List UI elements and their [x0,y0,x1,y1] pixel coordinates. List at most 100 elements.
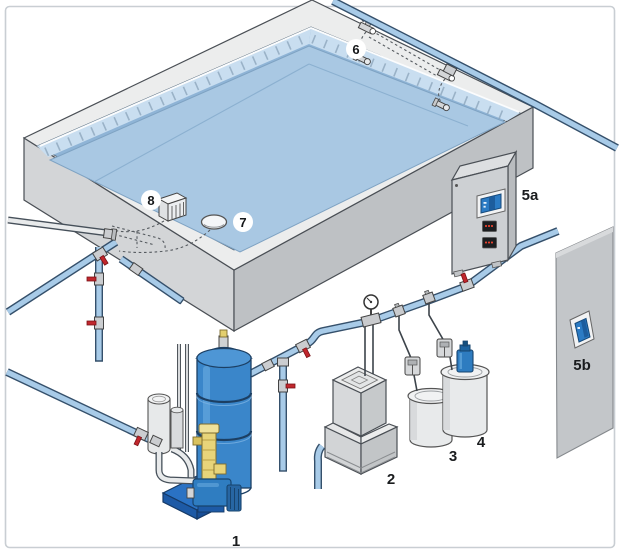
tank3-shade [410,398,417,440]
union-fitting-wall [102,228,118,241]
panel-side-face [507,149,517,263]
label-5a: 5a [522,187,539,204]
wall-sleeve-pipe [7,217,109,236]
label-5b: 5b [573,357,591,374]
tee-body [277,357,289,367]
pump-knob [462,340,468,347]
union-fitting-p3 [128,261,144,277]
pump-inlet-stub [186,487,195,499]
union-fitting-outlet [261,358,275,372]
dosing-lines [392,289,453,392]
valve-waste-drain [278,379,296,393]
tank4-body [442,374,488,438]
dosing-unit-tank3 [404,356,421,376]
tank3-body [409,398,453,448]
control-panel-5a [450,149,518,278]
union-nut [110,228,118,241]
label-1: 1 [232,533,240,550]
manifold-pipe [171,446,194,481]
gauge-needle [366,297,372,303]
nozzle-mouth [363,58,371,66]
overflow-gutter-northwest [37,27,311,157]
panel-screw [455,184,458,187]
display-tick-1 [483,202,487,204]
nozzle-fitting-outer-1 [357,20,376,35]
dashed-wall-elbow [157,237,166,250]
prefilter-aux-cylinder [170,409,184,449]
dashed-drain-line [118,229,211,254]
valve-red-handle [99,254,109,266]
inlet-nozzles [352,11,455,112]
valve-red-handle [86,320,97,326]
filter-pump-unit [147,329,253,520]
union-body [442,63,458,77]
prefilter-lid-inner [152,395,166,403]
union-body [128,261,144,277]
pipe-cut-ends [95,298,185,362]
gutter-lip-highlight [39,27,520,147]
callout-circle-8 [141,190,161,210]
union-body [149,434,163,448]
dashed-crest-pipe [368,30,441,77]
union-fitting-suction [149,434,163,448]
valve-pump-suction [132,426,150,447]
callout-circle-7 [233,212,253,232]
gauge-tee-block [360,312,382,328]
tank2-lid-inner [350,375,369,385]
nozzle-mouth [442,104,450,112]
skimmer-box [157,192,188,222]
valve-cap [198,423,220,434]
dosing-unit-tank4 [436,338,453,358]
prefilter [147,393,197,485]
union-body [261,358,275,372]
panel-front-face [451,165,509,275]
pump-motor [186,478,242,513]
display-tick-2 [483,205,486,208]
callout-6: 6 [352,42,359,57]
label-3: 3 [449,448,457,465]
tank2-inlet-pipe [315,444,325,489]
tank2-base-front-right [360,426,398,475]
valves-and-fittings [86,63,475,448]
supply-pipe-top [331,0,619,151]
valve-waste-upper [86,272,104,286]
sensor-tubes-to-tank2 [364,325,374,376]
callout-circle-6 [346,39,366,59]
dashed-wall-pipe-top [111,225,159,239]
tank-shoulder [196,347,252,369]
multiport-valve [192,423,227,491]
valve-red-handle [86,276,97,282]
remote-display-tick [577,327,580,329]
pressure-gauge [360,294,382,328]
valve-side-port [192,436,203,446]
label-2: 2 [387,471,395,488]
valve-return-line [459,272,475,292]
valve-filter-outlet [294,338,312,359]
tank-top-knob [219,329,228,338]
tank2-lid-rim [340,370,379,390]
display-screen-bar [489,195,495,211]
nozzle-base [431,97,440,108]
square-tank [313,366,399,489]
drain-ring [200,214,228,230]
pump-body [456,349,474,373]
drain-inner-line [203,224,225,228]
tank4-shade [443,374,450,430]
valve-red-handle [460,272,469,284]
prefilter-lid [147,393,171,405]
valve-tank-link [213,463,227,475]
wall-top-edge [556,227,613,258]
fitting-cap [369,28,376,35]
tee-clamp-waste [277,357,289,367]
pool-floor-junction-lines [93,63,469,183]
mounting-tab-2 [491,260,503,269]
fitting-nut [394,302,400,308]
skimmer-side [167,197,187,222]
injection-fitting-2 [422,289,436,305]
callout-8: 8 [147,193,154,208]
valve-red-handle [133,435,143,447]
callout-7: 7 [239,215,246,230]
injection-fitting-1 [392,302,406,318]
